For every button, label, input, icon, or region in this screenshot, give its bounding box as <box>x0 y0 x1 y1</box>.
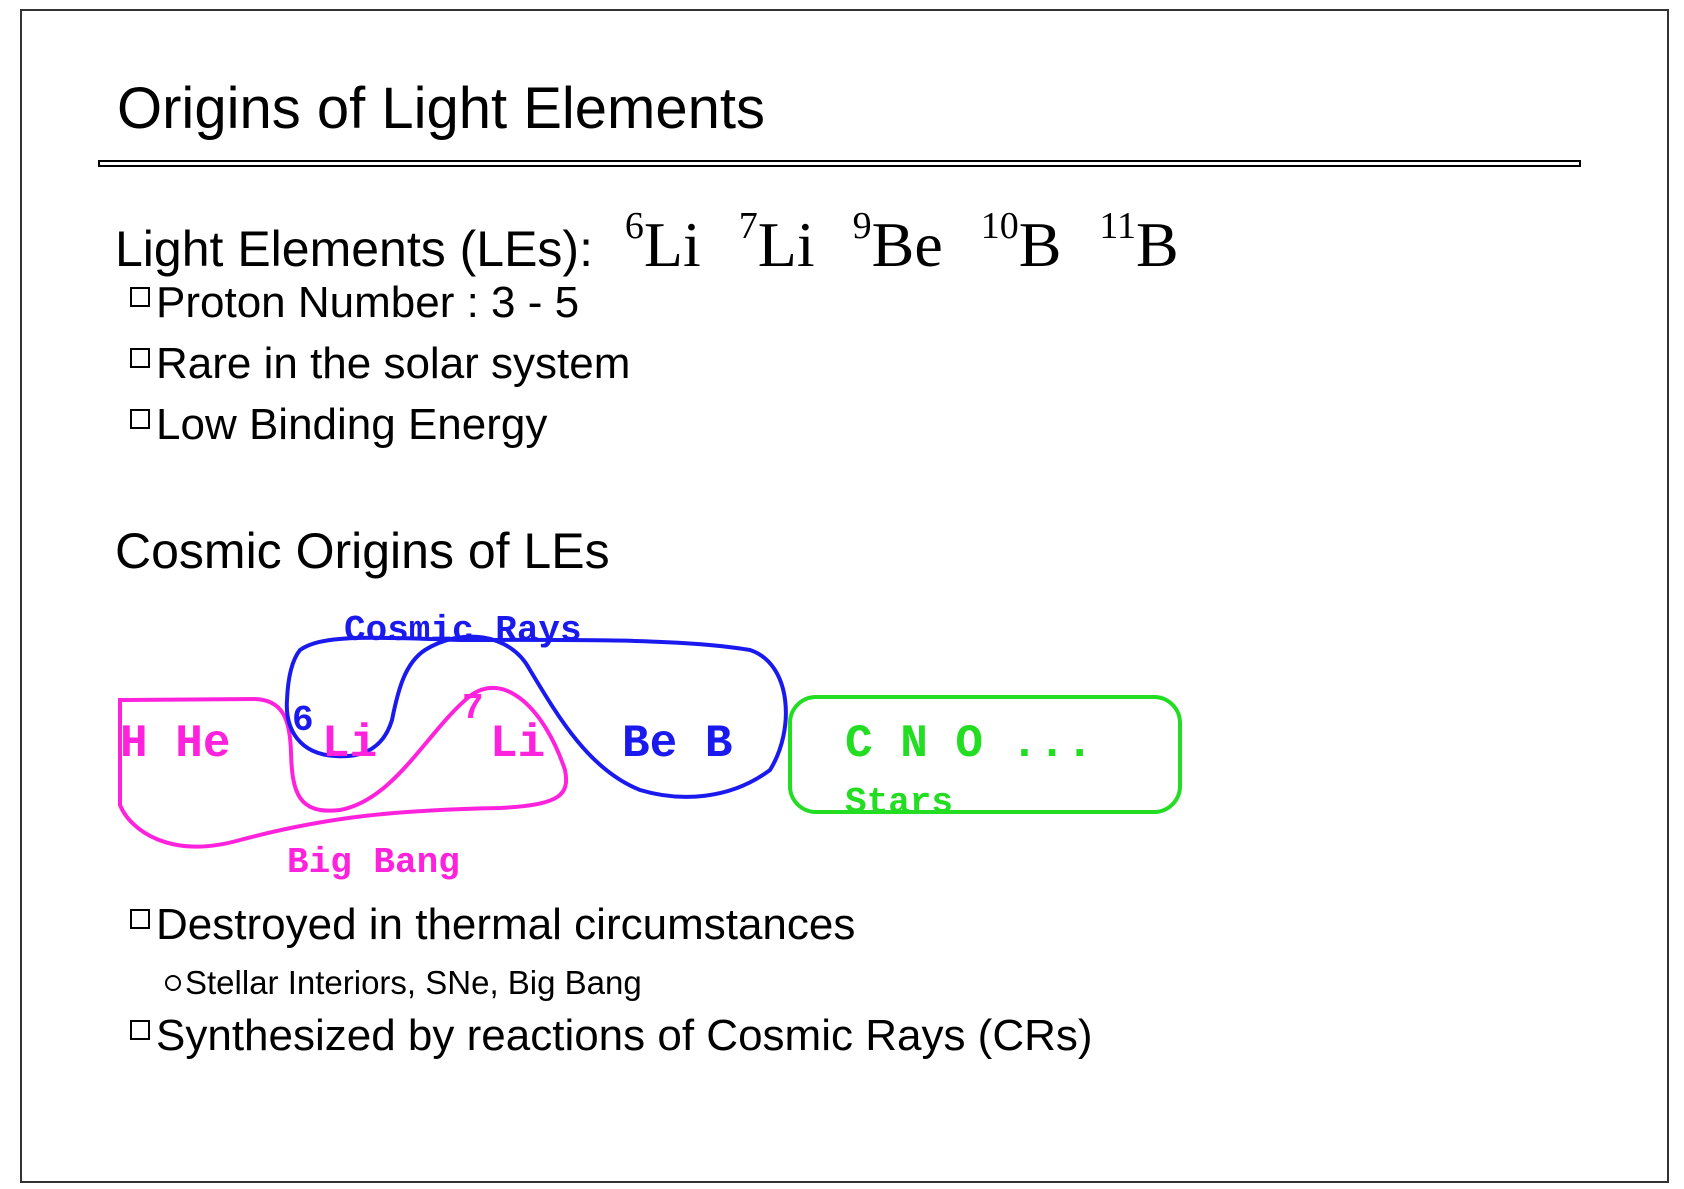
nuclide-mass: 10 <box>980 205 1019 247</box>
nuclide-mass: 11 <box>1099 205 1137 247</box>
bullet-text: Proton Number : 3 - 5 <box>156 278 580 327</box>
bullet-text: Destroyed in thermal circumstances <box>156 900 856 949</box>
slide-frame <box>20 9 1669 1183</box>
be-b-label: Be B <box>622 718 732 770</box>
bullet-text: Synthesized by reactions of Cosmic Rays … <box>156 1011 1093 1060</box>
big-bang-loop <box>118 685 569 849</box>
nuclide-b11: 11B <box>1099 207 1179 280</box>
sub-bullet-stellar: Stellar Interiors, SNe, Big Bang <box>165 966 642 999</box>
nuclide-li6: 6Li <box>625 207 701 280</box>
sub-bullet-text: Stellar Interiors, SNe, Big Bang <box>185 964 642 1001</box>
nuclide-symbol: Li <box>643 209 701 280</box>
nuclide-symbol: Be <box>871 209 943 280</box>
nuclide-be9: 9Be <box>853 207 943 280</box>
nuclide-symbol: Li <box>757 209 815 280</box>
bullet-binding-energy: Low Binding Energy <box>130 403 547 447</box>
li6-mass: 6 <box>292 700 314 741</box>
nuclide-li7: 7Li <box>739 207 815 280</box>
h-he-label: H He <box>120 718 230 770</box>
nuclide-mass: 7 <box>738 205 758 247</box>
li7-symbol: Li <box>490 718 545 770</box>
nuclide-symbol: B <box>1136 209 1179 280</box>
square-bullet-icon <box>130 348 150 368</box>
square-bullet-icon <box>130 287 150 307</box>
stars-label: Stars <box>845 782 953 823</box>
li7-mass: 7 <box>462 688 484 729</box>
nuclide-mass: 9 <box>852 205 872 247</box>
big-bang-label: Big Bang <box>287 842 460 883</box>
bullet-rare: Rare in the solar system <box>130 342 630 386</box>
cosmic-origins-heading: Cosmic Origins of LEs <box>115 523 610 579</box>
nuclide-mass: 6 <box>624 205 644 247</box>
bullet-text: Rare in the solar system <box>156 339 631 388</box>
slide-title: Origins of Light Elements <box>117 76 765 141</box>
square-bullet-icon <box>130 409 150 429</box>
bullet-text: Low Binding Energy <box>156 400 548 449</box>
light-elements-heading: Light Elements (LEs): <box>115 221 593 277</box>
cosmic-rays-loop <box>284 634 788 799</box>
bullet-proton-number: Proton Number : 3 - 5 <box>130 281 579 325</box>
cno-label: C N O ... <box>845 718 1093 770</box>
bullet-synthesized: Synthesized by reactions of Cosmic Rays … <box>130 1014 1093 1058</box>
nuclide-symbol: B <box>1018 209 1062 280</box>
cosmic-rays-label: Cosmic Rays <box>344 610 582 651</box>
stars-box <box>788 695 1182 814</box>
title-underline <box>98 160 1581 167</box>
circle-bullet-icon <box>165 974 181 991</box>
light-elements-heading-row: Light Elements (LEs): 6Li 7Li 9Be 10B 11… <box>115 207 1201 277</box>
nuclide-b10: 10B <box>981 207 1062 280</box>
square-bullet-icon <box>130 909 150 929</box>
nuclide-list: 6Li 7Li 9Be 10B 11B <box>625 207 1201 280</box>
li6-symbol: Li <box>322 718 377 770</box>
bullet-destroyed: Destroyed in thermal circumstances <box>130 903 855 947</box>
square-bullet-icon <box>130 1020 150 1040</box>
